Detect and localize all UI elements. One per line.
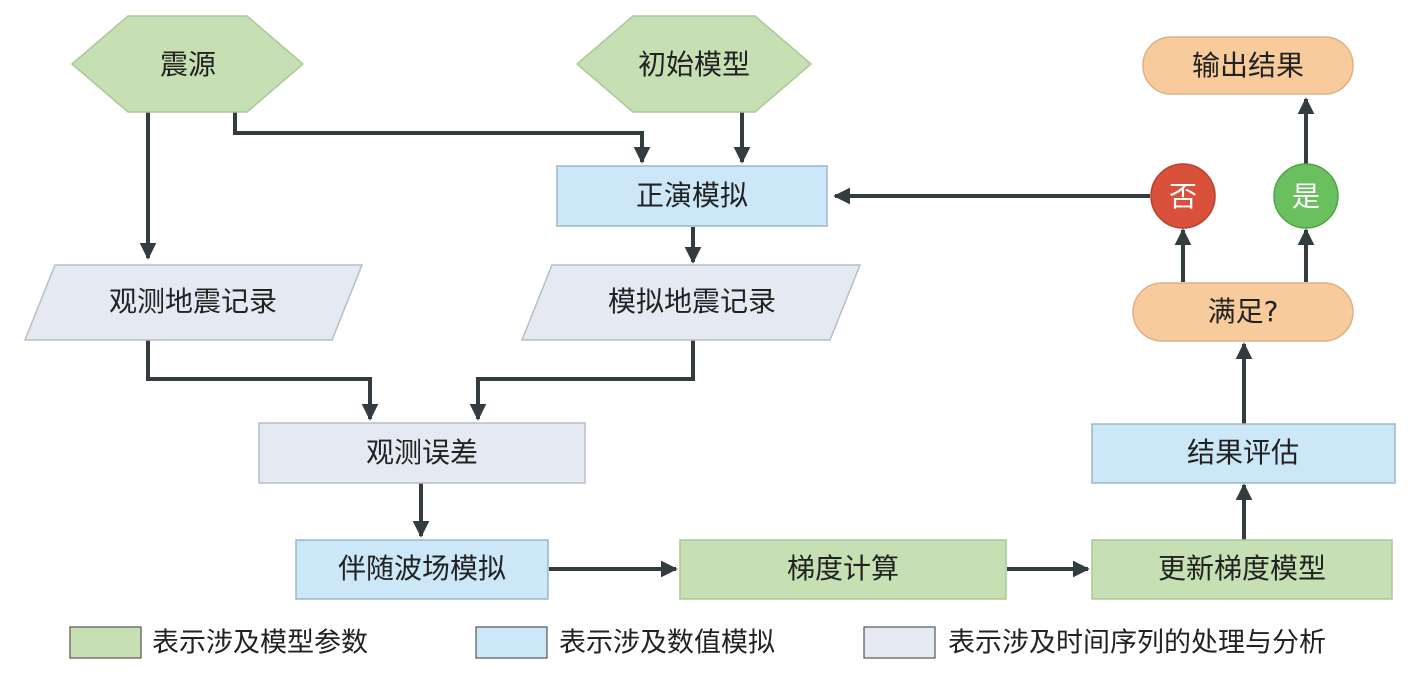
node-observed-record: 观测地震记录 (23, 264, 364, 341)
node-initial-model: 初始模型 (575, 15, 813, 113)
node-result-eval: 结果评估 (1091, 423, 1396, 484)
node-output-label: 输出结果 (1192, 49, 1304, 82)
node-gradient-calc: 梯度计算 (679, 539, 1007, 600)
node-output: 输出结果 (1142, 36, 1354, 95)
node-yes-label: 是 (1292, 180, 1320, 213)
node-gradient-calc-label: 梯度计算 (787, 552, 899, 585)
legend-label-gray: 表示涉及时间序列的处理与分析 (948, 628, 1326, 659)
node-simulated-record: 模拟地震记录 (520, 264, 862, 341)
edge-simulated-record-to-error (469, 340, 695, 421)
node-satisfied-label: 满足? (1208, 295, 1279, 328)
node-observed-record-label: 观测地震记录 (109, 285, 277, 318)
node-no-label: 否 (1169, 180, 1197, 213)
node-forward-modeling-label: 正演模拟 (636, 179, 748, 212)
node-observation-error: 观测误差 (258, 422, 586, 484)
node-satisfied: 满足? (1132, 282, 1354, 342)
legend-label-blue: 表示涉及数值模拟 (559, 628, 775, 659)
legend-swatch-green (69, 626, 142, 659)
node-update-model-label: 更新梯度模型 (1158, 552, 1326, 585)
node-yes: 是 (1273, 163, 1339, 229)
edge-source-to-forward-modeling (233, 112, 651, 164)
legend-swatch-blue (475, 626, 548, 659)
node-source-label: 震源 (160, 48, 216, 81)
edges (139, 97, 1315, 578)
node-initial-model-label: 初始模型 (638, 48, 750, 81)
node-forward-modeling: 正演模拟 (556, 165, 828, 227)
node-simulated-record-label: 模拟地震记录 (608, 285, 776, 318)
node-adjoint-simulation-label: 伴随波场模拟 (338, 552, 506, 585)
node-no: 否 (1150, 163, 1216, 229)
edge-observed-record-to-error (146, 340, 379, 421)
node-observation-error-label: 观测误差 (366, 436, 478, 469)
legend-swatch-gray (863, 626, 936, 659)
node-result-eval-label: 结果评估 (1187, 436, 1299, 469)
node-update-model: 更新梯度模型 (1091, 539, 1393, 600)
legend: 表示涉及模型参数 表示涉及数值模拟 表示涉及时间序列的处理与分析 (69, 626, 1326, 659)
node-adjoint-simulation: 伴随波场模拟 (295, 539, 549, 600)
node-source: 震源 (70, 15, 305, 113)
legend-label-green: 表示涉及模型参数 (152, 628, 368, 659)
